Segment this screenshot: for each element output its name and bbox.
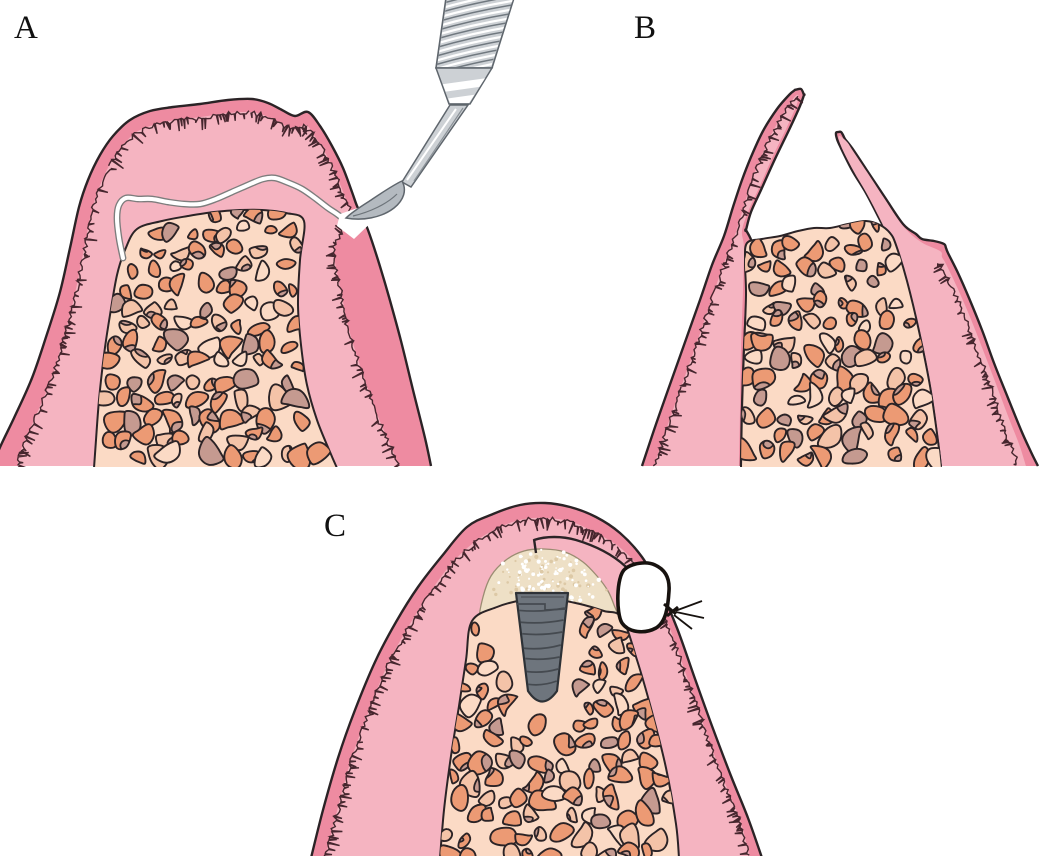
svg-text:A: A xyxy=(14,10,38,46)
svg-text:C: C xyxy=(324,508,346,544)
svg-text:B: B xyxy=(634,10,656,46)
